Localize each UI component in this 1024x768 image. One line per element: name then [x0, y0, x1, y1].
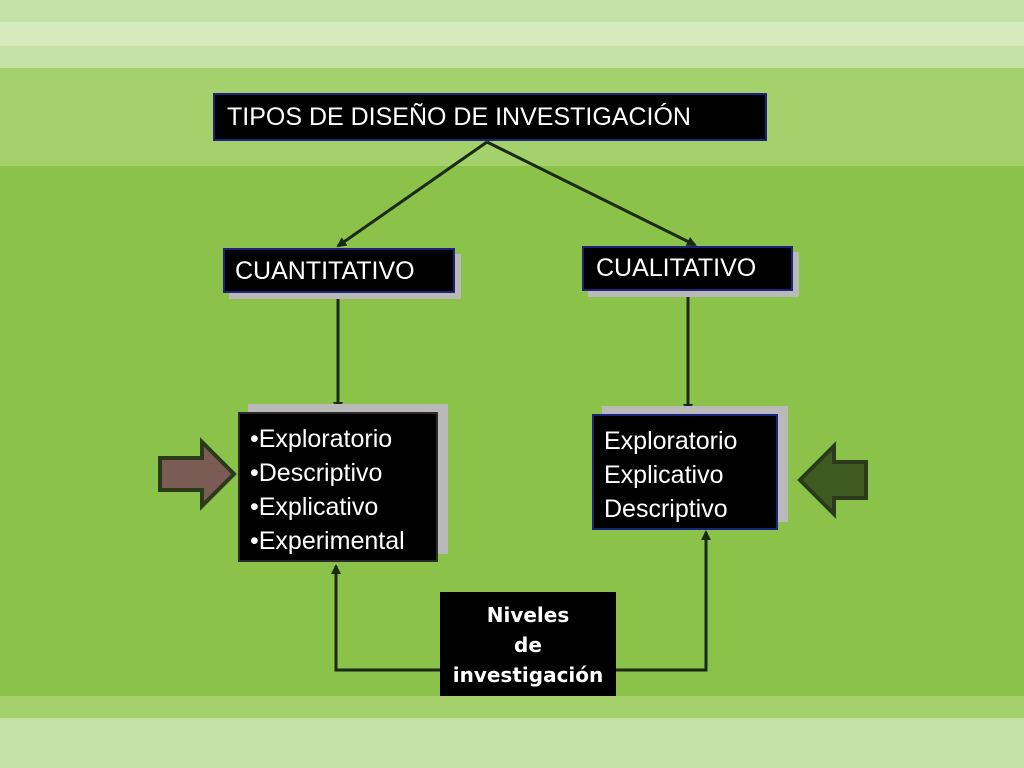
list-item: •Experimental [250, 527, 405, 555]
arrow-title-to-cuantitativo [336, 140, 488, 248]
arrow-niveles-to-left-list [331, 564, 440, 672]
list-item: •Explicativo [250, 493, 379, 521]
list-item: •Exploratorio [250, 425, 393, 453]
cualitativo-label: CUALITATIVO [596, 254, 757, 282]
background-band [0, 718, 1024, 768]
cualitativo-levels-list: Exploratorio Explicativo Descriptivo [592, 414, 778, 530]
cuantitativo-box: CUANTITATIVO [223, 248, 455, 293]
arrow-niveles-to-right-list [616, 530, 711, 672]
cuantitativo-label: CUANTITATIVO [235, 257, 415, 285]
list-item: •Descriptivo [250, 459, 383, 487]
list-item: Descriptivo [604, 495, 728, 523]
list-item: Explicativo [604, 461, 724, 489]
background-band [0, 46, 1024, 68]
niveles-line: investigación [452, 663, 604, 687]
cualitativo-box: CUALITATIVO [582, 246, 793, 291]
title-text: TIPOS DE DISEÑO DE INVESTIGACIÓN [227, 103, 691, 131]
left-pointing-block-arrow-icon [797, 441, 868, 519]
background-band [0, 22, 1024, 46]
list-item: Exploratorio [604, 427, 738, 455]
cuantitativo-levels-list: •Exploratorio •Descriptivo •Explicativo … [238, 412, 438, 562]
niveles-line: Niveles [486, 603, 570, 627]
niveles-de-investigacion-box: Niveles de investigación [440, 592, 616, 696]
right-pointing-block-arrow-icon [158, 437, 237, 511]
arrow-title-to-cualitativo [486, 140, 697, 247]
niveles-line: de [514, 633, 542, 657]
background-band [0, 696, 1024, 718]
page-title: TIPOS DE DISEÑO DE INVESTIGACIÓN [213, 93, 767, 141]
background-band [0, 0, 1024, 22]
